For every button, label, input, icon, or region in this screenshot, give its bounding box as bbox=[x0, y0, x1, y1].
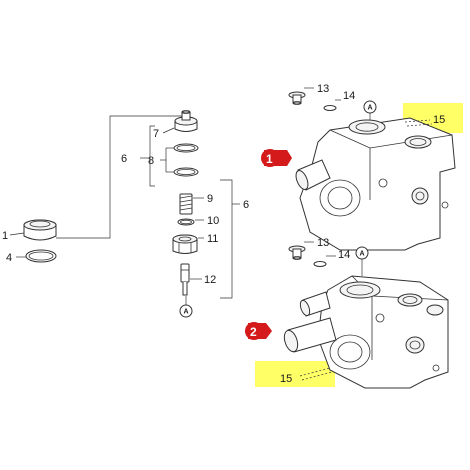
o-ring-part-10[interactable] bbox=[177, 218, 195, 226]
plug-screw-part-13-assembly-1[interactable] bbox=[288, 91, 306, 105]
label-13-assembly-1: 13 bbox=[317, 83, 329, 95]
label-14-assembly-1: 14 bbox=[343, 90, 355, 102]
assembly-2: 13 14 A bbox=[245, 237, 449, 389]
label-part-11: 11 bbox=[207, 233, 218, 245]
assembly-2-badge: 2 bbox=[245, 322, 272, 340]
label-part-6-lower: 6 bbox=[243, 199, 249, 211]
reference-mark-a-top: A bbox=[363, 100, 377, 122]
o-ring-part-14-assembly-2[interactable] bbox=[313, 261, 327, 267]
label-part-4: 4 bbox=[6, 252, 12, 264]
valve-seat-part-7[interactable] bbox=[174, 110, 198, 132]
o-ring-part-14-assembly-1[interactable] bbox=[323, 105, 337, 111]
valve-guide-part-11[interactable] bbox=[172, 234, 198, 254]
label-part-8: 8 bbox=[148, 155, 154, 167]
pump-head-housing-assembly-2[interactable] bbox=[282, 275, 449, 389]
label-13-assembly-2: 13 bbox=[317, 237, 329, 249]
svg-text:2: 2 bbox=[250, 325, 257, 339]
valve-pin-part-12[interactable] bbox=[180, 263, 190, 296]
label-14-assembly-2: 14 bbox=[338, 249, 350, 261]
label-part-1: 1 bbox=[2, 230, 8, 242]
label-15-assembly-2: 15 bbox=[280, 373, 292, 385]
label-part-12: 12 bbox=[204, 274, 216, 286]
label-part-9: 9 bbox=[207, 193, 213, 205]
o-ring-part-8-upper[interactable] bbox=[173, 143, 199, 153]
reference-mark-a-bottom: A bbox=[355, 246, 369, 276]
highlight-label-15-assembly-2 bbox=[255, 361, 335, 387]
assembly-1-badge: 1 bbox=[261, 149, 292, 167]
svg-text:A: A bbox=[360, 251, 365, 258]
o-ring-part-8-lower[interactable] bbox=[173, 167, 199, 177]
svg-text:1: 1 bbox=[266, 152, 273, 166]
o-ring-part-4[interactable] bbox=[25, 249, 57, 263]
svg-text:A: A bbox=[184, 309, 189, 316]
label-part-10: 10 bbox=[207, 215, 219, 227]
assembly-1: 13 14 A bbox=[261, 83, 463, 251]
svg-text:A: A bbox=[368, 105, 373, 112]
label-15-assembly-1: 15 bbox=[433, 114, 445, 126]
label-part-7: 7 bbox=[153, 128, 159, 140]
reference-mark-a-mid: A bbox=[179, 296, 193, 318]
label-part-6-upper: 6 bbox=[121, 153, 127, 165]
plug-screw-part-13-assembly-2[interactable] bbox=[288, 245, 306, 260]
spring-part-9[interactable] bbox=[179, 193, 193, 215]
pump-head-housing-assembly-1[interactable] bbox=[294, 117, 456, 251]
cap-plug-part-1[interactable] bbox=[23, 219, 57, 241]
